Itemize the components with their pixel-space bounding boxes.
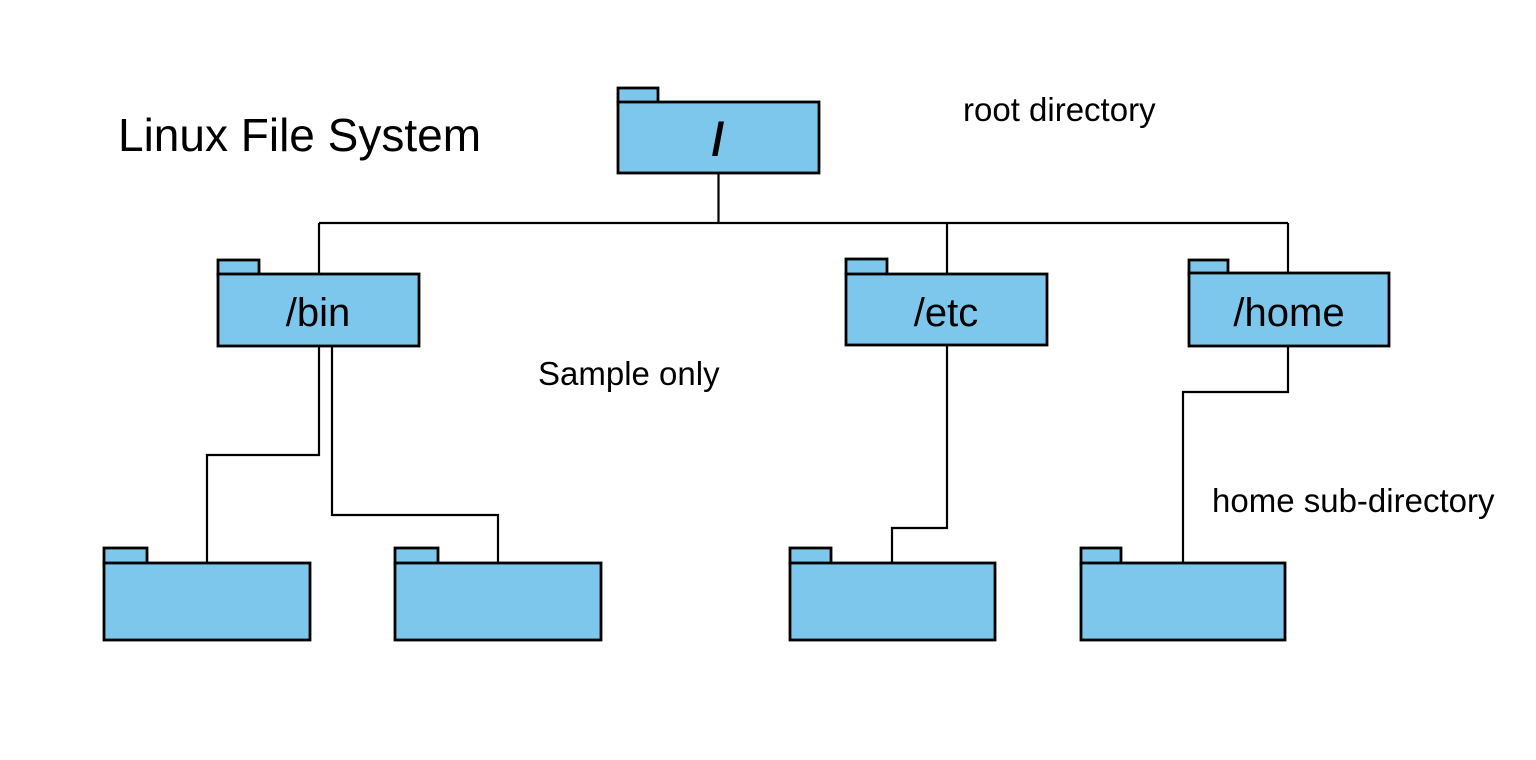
folder-etc: /etc <box>844 257 1049 347</box>
folder-root-body <box>616 100 821 175</box>
connectors <box>205 173 1290 563</box>
folder-bin-body <box>216 272 421 348</box>
folder-bin-child-1 <box>102 546 312 642</box>
page-title: Linux File System <box>118 109 481 161</box>
connector-home-child <box>1181 346 1290 563</box>
folder-home-child-body <box>1079 561 1287 642</box>
folder-bin: /bin <box>216 258 421 348</box>
folder-bin-label: /bin <box>286 291 351 335</box>
folder-home-child <box>1079 546 1287 642</box>
folder-home-label: /home <box>1233 291 1344 335</box>
folder-bin-child-2-body <box>393 561 603 642</box>
annotation-sample-only: Sample only <box>538 355 720 392</box>
folder-etc-child-body <box>788 561 997 642</box>
folder-bin-child-1-body <box>102 561 312 642</box>
folder-etc-label: /etc <box>914 291 978 335</box>
annotation-root-directory: root directory <box>963 91 1156 128</box>
folder-root-label: / <box>712 113 725 165</box>
annotation-home-sub-directory: home sub-directory <box>1212 482 1495 519</box>
folder-etc-body <box>844 272 1049 347</box>
folder-home: /home <box>1187 258 1391 348</box>
connector-etc-child <box>890 346 949 563</box>
folder-home-body <box>1187 271 1391 348</box>
folder-root: / <box>616 86 821 175</box>
folder-bin-child-2 <box>393 546 603 642</box>
connector-bin-child-1 <box>205 346 321 563</box>
folder-etc-child <box>788 546 997 642</box>
connector-bin-child-2 <box>330 346 500 563</box>
